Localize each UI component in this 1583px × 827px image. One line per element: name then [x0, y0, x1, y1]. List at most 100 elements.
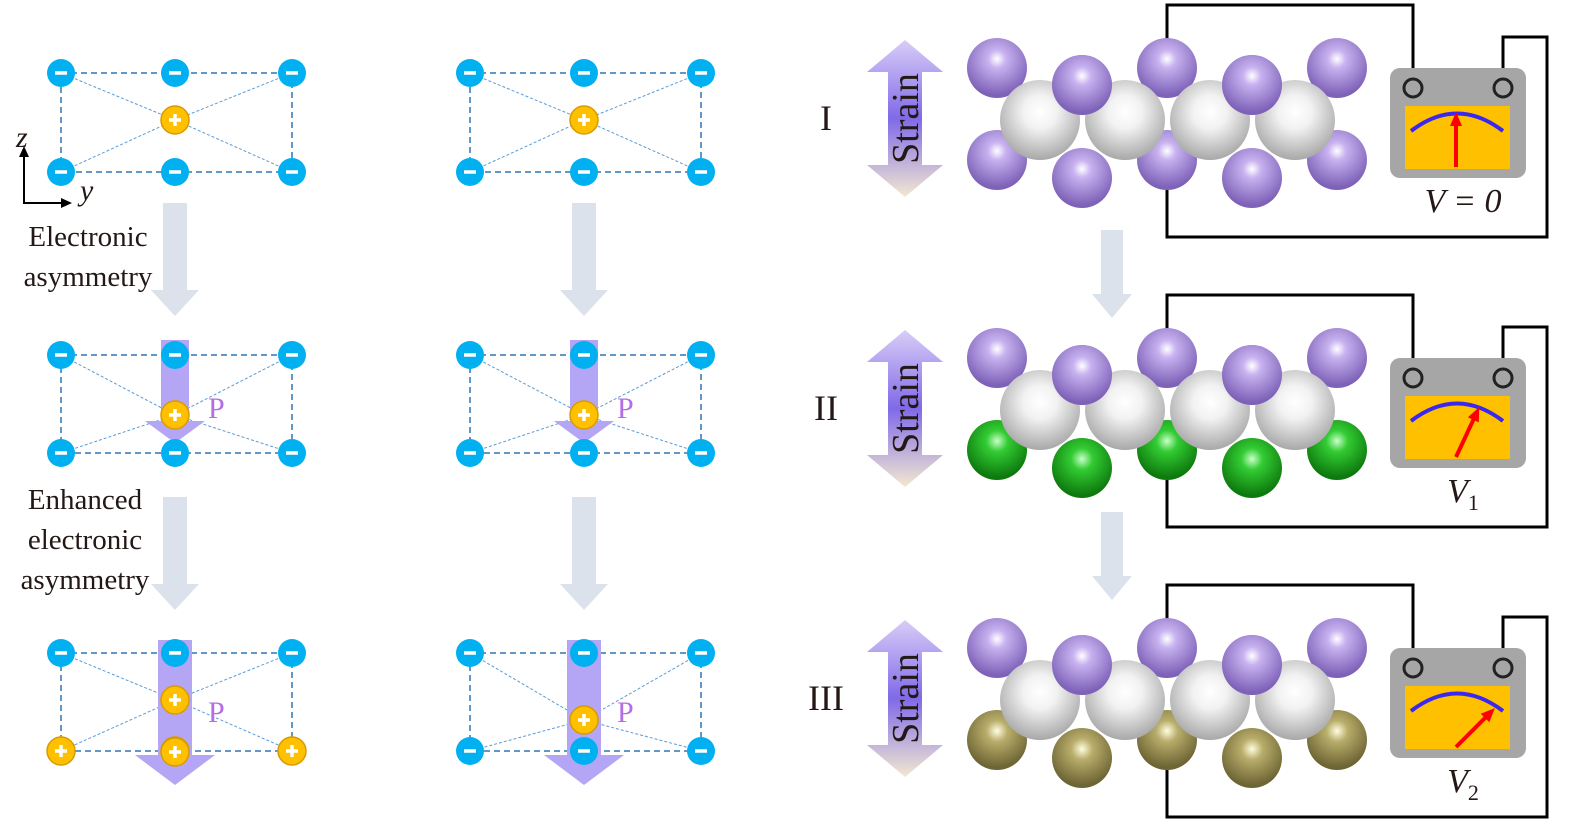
lattice-panel: P [47, 340, 306, 467]
chalcogen-atom-top [967, 618, 1027, 678]
lattice-panel [456, 59, 715, 186]
structure-number: III [808, 678, 844, 718]
cation [569, 705, 599, 735]
anion [47, 158, 75, 186]
chalcogen-atom-top [1052, 635, 1112, 695]
voltmeter [1390, 648, 1526, 758]
lattice-panel: P [46, 639, 307, 785]
terminal-icon [1402, 77, 1424, 99]
chalcogen-atom-top [1307, 618, 1367, 678]
dial-arc [1409, 111, 1505, 133]
stage-label: Enhanced electronic asymmetry [21, 484, 150, 596]
atom-bottom-purple [1222, 148, 1282, 208]
bond-line [469, 652, 585, 721]
strain-label: Strain [885, 363, 927, 454]
atom-bottom-green [1052, 438, 1112, 498]
axis-indicator: zy [15, 121, 94, 208]
anion [570, 737, 598, 765]
anion [687, 639, 715, 667]
lattice-panel [47, 59, 306, 186]
voltage-text: V = 0 [1424, 183, 1501, 220]
atom-bottom-olive [1222, 728, 1282, 788]
anion [570, 59, 598, 87]
bond-line [60, 119, 176, 173]
bond-line [469, 414, 585, 454]
bond-line [583, 652, 702, 721]
structure-number: I [820, 98, 832, 138]
z-axis-label: z [15, 121, 28, 154]
anion [278, 639, 306, 667]
anion [161, 439, 189, 467]
anion [456, 737, 484, 765]
voltage-label: V2 [1447, 763, 1479, 805]
cation [160, 105, 190, 135]
polarization-label: P [208, 392, 225, 425]
bond-line [174, 354, 293, 416]
bond-line [174, 652, 293, 701]
atom-bottom-olive [1052, 728, 1112, 788]
voltage-label: V = 0 [1424, 183, 1501, 220]
chalcogen-atom-top [1222, 55, 1282, 115]
dial-arc [1409, 691, 1505, 713]
voltage-label: V1 [1447, 473, 1479, 515]
terminal-icon [1492, 657, 1514, 679]
dial-arc [1409, 401, 1505, 423]
anion [456, 341, 484, 369]
needle-head [1480, 708, 1495, 723]
chalcogen-atom-top [967, 38, 1027, 98]
chalcogen-atom-top [1137, 618, 1197, 678]
anion [161, 639, 189, 667]
anion [687, 737, 715, 765]
bond-line [174, 72, 293, 121]
anion [161, 341, 189, 369]
anion [161, 59, 189, 87]
wire [1165, 35, 1549, 239]
anion [456, 59, 484, 87]
cation [160, 737, 190, 767]
bond-line [469, 354, 585, 416]
anion [456, 639, 484, 667]
y-arrowhead [61, 198, 72, 208]
voltage-subscript: 1 [1468, 490, 1479, 515]
anion [687, 439, 715, 467]
stage-label-line: asymmetry [21, 564, 150, 596]
needle-head [1467, 407, 1480, 423]
cation [160, 400, 190, 430]
meter-face [1405, 686, 1510, 749]
stage-label-line: Enhanced [28, 484, 143, 516]
anion [278, 439, 306, 467]
anion [456, 439, 484, 467]
process-arrow [151, 203, 199, 316]
terminal-icon [1402, 367, 1424, 389]
strain-arrow [867, 330, 943, 487]
polarization-label: P [208, 696, 225, 729]
voltage-subscript: 2 [1468, 780, 1479, 805]
anion [570, 639, 598, 667]
bond-line [60, 652, 176, 701]
bond-line [583, 119, 702, 173]
process-arrow [1092, 512, 1132, 600]
polarization-label: P [617, 696, 634, 729]
anion [47, 639, 75, 667]
bond-line [583, 414, 702, 454]
wire [1165, 3, 1415, 85]
bond-line [469, 719, 585, 752]
process-arrow [151, 497, 199, 610]
terminal-icon [1402, 657, 1424, 679]
bond-line [174, 414, 293, 454]
anion [456, 158, 484, 186]
meter-face [1405, 396, 1510, 459]
lattice-panel: P [456, 340, 715, 467]
anion [687, 341, 715, 369]
stage-label-line: electronic [28, 524, 142, 556]
anion [278, 59, 306, 87]
axis-lines [23, 153, 64, 204]
cation [46, 736, 76, 766]
anion [161, 158, 189, 186]
polarization-arrow [554, 340, 614, 443]
chalcogen-atom-top [1307, 328, 1367, 388]
terminal-icon [1492, 77, 1514, 99]
